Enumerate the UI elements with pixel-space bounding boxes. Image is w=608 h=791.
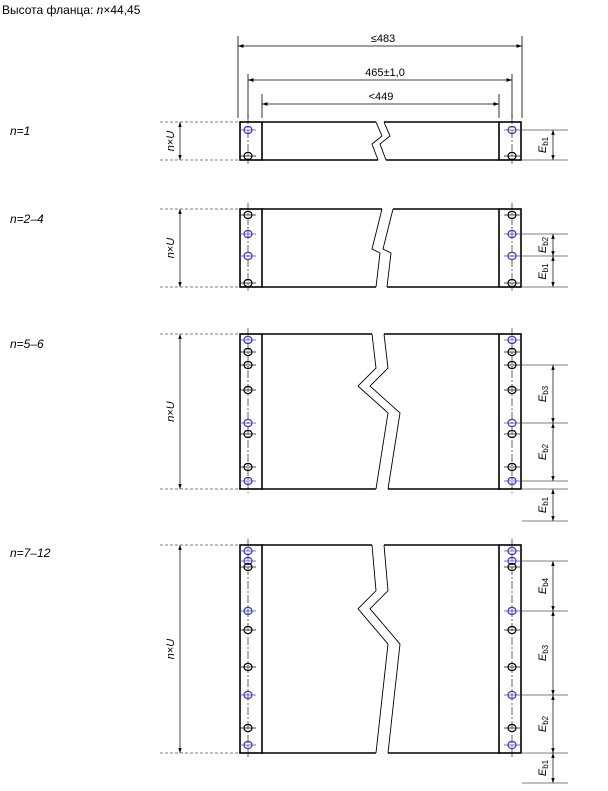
- hole-right: [507, 740, 517, 750]
- hole-right: [507, 360, 517, 370]
- hole-right: [507, 556, 517, 566]
- hole-left: [243, 251, 253, 261]
- hole-left: [243, 360, 253, 370]
- top-dimensions: ≤483 465±1,0 <449: [237, 33, 523, 118]
- hole-right: [507, 251, 517, 261]
- left-flange: [239, 544, 263, 754]
- hole-right: [507, 210, 517, 220]
- hole-left: [243, 125, 253, 135]
- hole-left: [243, 151, 253, 161]
- hole-right: [507, 562, 517, 572]
- hole-left: [243, 546, 253, 556]
- hole-right: [507, 723, 517, 733]
- eb-label-b1: Eb1: [537, 263, 550, 280]
- hole-right: [507, 476, 517, 486]
- hole-left: [243, 723, 253, 733]
- eb-label-b2: Eb2: [537, 443, 550, 460]
- right-flange: [498, 208, 522, 288]
- hole-right: [507, 229, 517, 239]
- hole-right: [507, 125, 517, 135]
- height-label: n×U: [165, 401, 177, 422]
- eb-label-b3: Eb3: [537, 385, 550, 402]
- break-line-left: [357, 544, 389, 754]
- right-flange: [498, 544, 522, 754]
- left-flange: [239, 208, 263, 288]
- hole-left: [243, 278, 253, 288]
- eb-label-b2: Eb2: [537, 236, 550, 253]
- right-flange: [498, 121, 522, 161]
- view-label-n7-12: n=7–12: [10, 546, 51, 560]
- hole-left: [243, 476, 253, 486]
- dim-overall-width: ≤483: [371, 33, 395, 45]
- view-label-n1: n=1: [10, 124, 31, 138]
- hole-left: [243, 210, 253, 220]
- break-line-left: [357, 333, 389, 490]
- hole-right: [507, 429, 517, 439]
- break-line-left: [371, 208, 383, 288]
- height-label: n×U: [165, 639, 177, 660]
- height-label: n×U: [165, 238, 177, 259]
- break-line-right: [379, 121, 391, 161]
- hole-left: [243, 562, 253, 572]
- hole-left: [243, 662, 253, 672]
- hole-left: [243, 429, 253, 439]
- right-flange: [498, 333, 522, 490]
- eb-label-b1: Eb1: [537, 759, 550, 776]
- hole-right: [507, 606, 517, 616]
- height-label: n×U: [165, 131, 177, 152]
- hole-right: [507, 151, 517, 161]
- hole-right: [507, 625, 517, 635]
- break-line-left: [371, 121, 383, 161]
- break-line-right: [382, 208, 394, 288]
- hole-right: [507, 690, 517, 700]
- hole-left: [243, 385, 253, 395]
- hole-left: [243, 740, 253, 750]
- hole-left: [243, 462, 253, 472]
- hole-right: [507, 546, 517, 556]
- hole-left: [243, 690, 253, 700]
- hole-right: [507, 335, 517, 345]
- hole-right: [507, 462, 517, 472]
- dim-opening: <449: [369, 91, 394, 103]
- hole-left: [243, 229, 253, 239]
- eb-label-b4: Eb4: [537, 577, 550, 594]
- view-label-n2-4: n=2–4: [10, 212, 44, 226]
- hole-right: [507, 418, 517, 428]
- page-title: Высота фланца: n×44,45: [2, 3, 141, 17]
- break-line-right: [369, 333, 401, 490]
- flange-view-1: n×U Eb1: [160, 116, 568, 164]
- hole-left: [243, 606, 253, 616]
- hole-right: [507, 347, 517, 357]
- eb-label-b3: Eb3: [537, 644, 550, 661]
- hole-right: [507, 385, 517, 395]
- eb-label-b2: Eb2: [537, 715, 550, 732]
- left-flange: [239, 333, 263, 490]
- eb-label-b1: Eb1: [537, 496, 550, 513]
- view-label-n5-6: n=5–6: [10, 337, 44, 351]
- left-flange: [239, 121, 263, 161]
- eb-label-b1: Eb1: [537, 136, 550, 153]
- break-line-right: [369, 544, 401, 754]
- hole-right: [507, 662, 517, 672]
- hole-right: [507, 278, 517, 288]
- dim-hole-spacing: 465±1,0: [365, 67, 405, 79]
- hole-left: [243, 556, 253, 566]
- hole-left: [243, 347, 253, 357]
- hole-left: [243, 625, 253, 635]
- hole-left: [243, 335, 253, 345]
- hole-left: [243, 418, 253, 428]
